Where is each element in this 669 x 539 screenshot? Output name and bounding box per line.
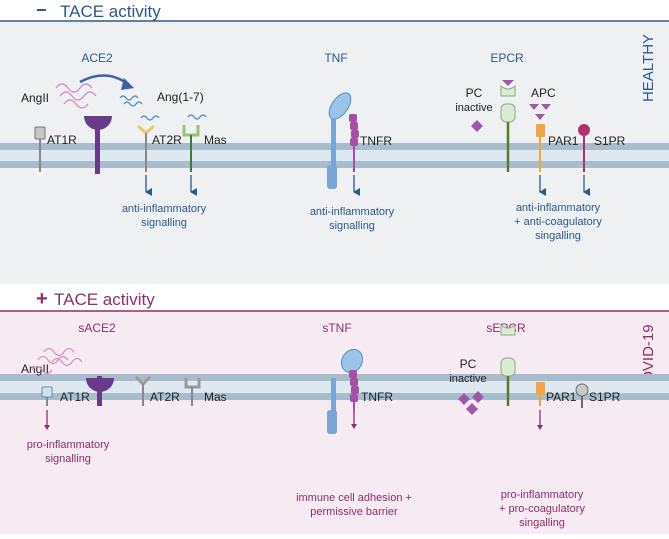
healthy-side-label: HEALTHY [640, 34, 657, 102]
mas-label: Mas [204, 133, 227, 147]
at2r-receptor-icon [137, 124, 155, 172]
epcr-caption-line2: + anti-coagulatory [514, 216, 602, 228]
covid-s1pr-label: S1PR [589, 390, 621, 404]
conversion-arrow-head-icon [121, 78, 134, 90]
sace2-header: sACE2 [78, 321, 116, 335]
apc-label: APC [531, 86, 556, 100]
apc-icon [529, 104, 551, 120]
tnfr-label: TNFR [360, 134, 392, 148]
tnf-receptor-icon [327, 92, 359, 189]
covid-s1pr-receptor-icon [575, 383, 589, 408]
healthy-panel: − TACE activity HEALTHY ACE2 TNF EPCR An… [0, 0, 669, 284]
stnf-header: sTNF [322, 321, 351, 335]
covid-pc-inactive-icon [458, 391, 484, 415]
covid-at1r-label: AT1R [60, 390, 90, 404]
covid-epcr-caption-line1: pro-inflammatory [501, 489, 584, 501]
epcr-caption-line1: anti-inflammatory [516, 202, 601, 214]
par1-label: PAR1 [548, 134, 579, 148]
at2r-ligand-icon [140, 115, 160, 121]
covid-epcr-caption-line3: singalling [519, 517, 565, 529]
covid-tnf-receptor-icon [327, 348, 364, 434]
covid-tnf-caption-line2: permissive barrier [310, 506, 398, 518]
pc-label-line2: inactive [455, 102, 492, 114]
covid-par1-receptor-icon [536, 382, 545, 406]
covid-angII-peptide-icon [31, 347, 83, 375]
epcr-caption-line3: singalling [535, 230, 581, 242]
covid-ace2-caption-line1: pro-inflammatory [27, 439, 110, 451]
covid-at1r-receptor-icon [41, 386, 53, 406]
covid-at2r-label: AT2R [150, 390, 180, 404]
angII-label: AngII [21, 91, 49, 105]
covid-sign: + [36, 288, 48, 310]
tnf-caption-line1: anti-inflammatory [310, 206, 395, 218]
s1pr-receptor-icon [578, 124, 590, 172]
tnf-header: TNF [324, 51, 347, 65]
covid-tnfr-label: TNFR [361, 390, 393, 404]
covid-angII-label: AngII [21, 362, 49, 376]
ace2-header: ACE2 [81, 51, 113, 65]
covid-ace2-caption-line2: signalling [45, 453, 91, 465]
ace2-caption-line2: signalling [141, 217, 187, 229]
covid-pc-label-line1: PC [460, 357, 477, 371]
sepcr-receptor-icon [500, 323, 516, 406]
par1-receptor-icon [536, 124, 545, 172]
ace2-stump-icon [97, 376, 102, 406]
healthy-title: TACE activity [60, 2, 161, 21]
ang17-peptide-icon [119, 95, 143, 107]
covid-tnfr-arrow-head-icon [351, 424, 357, 429]
covid-tnf-caption-line1: immune cell adhesion + [296, 492, 412, 504]
epcr-receptor-icon [500, 80, 516, 172]
covid-title: TACE activity [54, 290, 155, 309]
covid-ace2-arrow-head-icon [44, 425, 50, 430]
covid-epcr-caption-line2: + pro-coagulatory [499, 503, 585, 515]
at1r-receptor-icon [34, 126, 46, 172]
covid-panel: + TACE activity COVID-19 sACE2 sTNF sEPC… [0, 288, 669, 534]
pc-label-line1: PC [466, 86, 483, 100]
ace2-enzyme-icon [84, 116, 112, 174]
mas-ligand-icon [187, 114, 207, 120]
angII-peptide-icon [55, 83, 97, 109]
s1pr-label: S1PR [594, 134, 626, 148]
covid-pc-label-line2: inactive [449, 373, 486, 385]
tnf-caption-line2: signalling [329, 220, 375, 232]
healthy-sign: − [36, 0, 47, 20]
covid-mas-receptor-icon [184, 378, 201, 406]
ang17-label: Ang(1-7) [157, 90, 204, 104]
covid-par1-label: PAR1 [546, 390, 577, 404]
at2r-label: AT2R [152, 133, 182, 147]
covid-par1-arrow-head-icon [537, 425, 543, 430]
epcr-header: EPCR [490, 51, 524, 65]
at1r-label: AT1R [47, 133, 77, 147]
covid-mas-label: Mas [204, 390, 227, 404]
mas-receptor-icon [182, 125, 200, 172]
covid-at2r-receptor-icon [134, 375, 152, 406]
pc-inactive-icon [471, 120, 483, 132]
ace2-caption-line1: anti-inflammatory [122, 203, 207, 215]
